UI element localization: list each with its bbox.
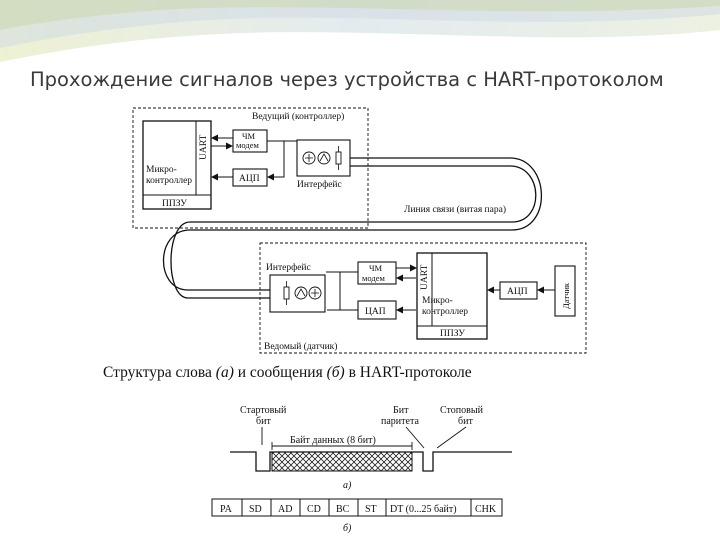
slave-dac-label: ЦАП [365,307,386,317]
field-sd: SD [249,504,262,515]
field-chk: CHK [475,504,497,515]
parity-bit-label-2: паритета [381,416,419,427]
start-bit-label-1: Стартовый [240,405,287,416]
master-microcontroller-box [142,120,212,210]
master-modem-line1: ЧМ [242,131,256,141]
master-rom-label: ППЗУ [162,199,187,209]
master-frame [132,107,369,229]
figure-subtitle: Структура слова (а) и сообщения (б) в HA… [103,364,472,381]
data-byte-hatched [271,451,413,472]
slave-mc-line1: Микро- [422,296,453,306]
slave-modem-line1: ЧМ [369,263,383,273]
slave-uart-label: UART [420,265,430,290]
caption-a: а) [343,480,352,491]
data-byte-label: Байт данных (8 бит) [290,435,376,446]
master-title: Ведущий (контроллер) [252,111,344,122]
slave-interface-box [269,274,326,313]
slave-mc-line2: контроллер [422,307,468,317]
master-adc-label: АЦП [239,174,260,184]
master-modem-line2: модем [236,140,259,150]
stop-bit-label-2: бит [458,416,473,427]
master-uart-label: UART [199,135,209,160]
field-bc: BC [336,504,350,515]
caption-b: б) [343,523,352,534]
field-pa: PA [220,504,233,515]
slave-rom-label: ППЗУ [440,329,465,339]
field-dt: DT (0...25 байт) [390,504,457,515]
link-label: Линия связи (витая пара) [404,204,506,215]
field-ad: AD [278,504,292,515]
field-st: ST [365,504,377,515]
link-wire-1 [162,157,542,291]
slave-microcontroller-box [416,252,488,340]
master-mc-line1: Микро- [146,165,177,175]
slide-title: Прохождение сигналов через устройства с … [30,68,664,91]
slave-modem-line2: модем [362,273,385,283]
field-cd: CD [307,504,321,515]
slave-frame [259,242,587,354]
slave-sensor-label: Датчик [561,282,571,309]
message-frame: PA SD AD CD BC ST DT (0...25 байт) CHK [211,498,503,517]
stop-bit-label-1: Стоповый [440,405,484,416]
parity-bit-label-1: Бит [393,405,409,416]
slave-fm-modem-box [357,261,397,285]
slave-interface-label: Интерфейс [266,262,311,273]
slave-title: Ведомый (датчик) [264,341,337,352]
master-mc-line2: контроллер [146,176,192,186]
master-interface-label: Интерфейс [297,179,342,190]
slave-sensor-box [554,265,576,317]
link-wire-2 [170,165,537,299]
slave-adc-label: АЦП [507,287,528,297]
start-bit-label-2: бит [256,416,271,427]
header-swoosh-decoration [0,0,720,62]
